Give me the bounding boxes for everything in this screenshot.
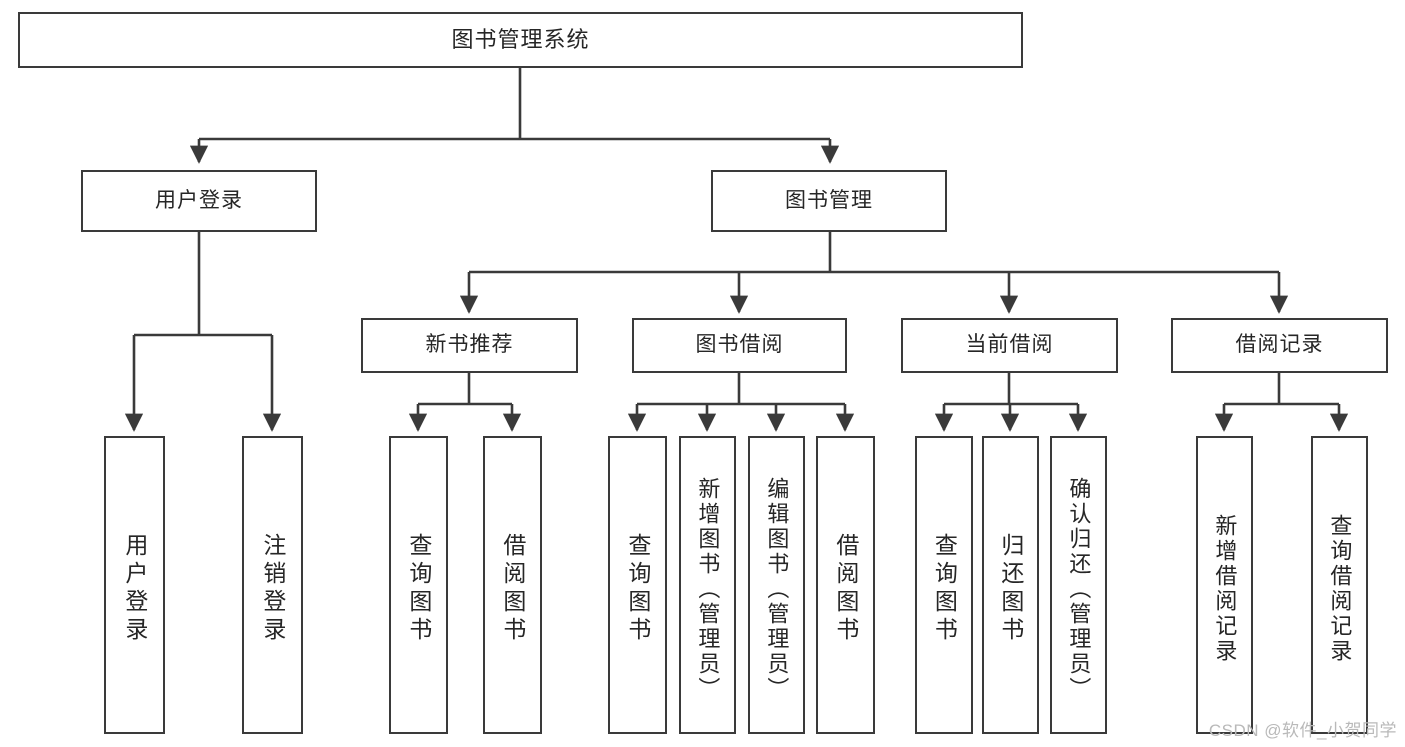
node-current-borrow[interactable]: 当前借阅: [901, 318, 1118, 373]
node-book-borrow[interactable]: 图书借阅: [632, 318, 847, 373]
node-user-login[interactable]: 用户登录: [81, 170, 317, 232]
node-new-book-recommend-label: 新书推荐: [425, 333, 514, 357]
leaf-borrow-book-label: 借阅图书: [832, 533, 859, 645]
leaf-query-book-borrow[interactable]: 查询图书: [608, 436, 667, 734]
node-book-management-label: 图书管理: [785, 188, 873, 212]
leaf-query-book-recommend-label: 查询图书: [405, 533, 432, 645]
leaf-return-book[interactable]: 归还图书: [982, 436, 1039, 734]
leaf-query-borrow-record[interactable]: 查询借阅记录: [1311, 436, 1368, 734]
leaf-add-borrow-record[interactable]: 新增借阅记录: [1196, 436, 1253, 734]
leaf-query-borrow-record-label: 查询借阅记录: [1327, 514, 1353, 664]
leaf-borrow-book-recommend[interactable]: 借阅图书: [483, 436, 542, 734]
leaf-return-book-label: 归还图书: [997, 533, 1024, 645]
node-root[interactable]: 图书管理系统: [18, 12, 1023, 68]
node-book-management[interactable]: 图书管理: [711, 170, 947, 232]
leaf-edit-book-admin[interactable]: 编辑图书（管理员）: [748, 436, 805, 734]
leaf-logout-label: 注销登录: [259, 533, 286, 645]
node-borrow-record[interactable]: 借阅记录: [1171, 318, 1388, 373]
leaf-user-login-label: 用户登录: [121, 533, 148, 645]
leaf-add-book-admin-label: 新增图书（管理员）: [695, 476, 721, 702]
leaf-query-book-borrow-label: 查询图书: [624, 533, 651, 645]
leaf-borrow-book-recommend-label: 借阅图书: [499, 533, 526, 645]
node-book-borrow-label: 图书借阅: [695, 333, 784, 357]
leaf-confirm-return-admin[interactable]: 确认归还（管理员）: [1050, 436, 1107, 734]
leaf-confirm-return-admin-label: 确认归还（管理员）: [1066, 476, 1092, 702]
leaf-logout[interactable]: 注销登录: [242, 436, 303, 734]
leaf-add-borrow-record-label: 新增借阅记录: [1212, 514, 1238, 664]
leaf-query-book-recommend[interactable]: 查询图书: [389, 436, 448, 734]
leaf-borrow-book[interactable]: 借阅图书: [816, 436, 875, 734]
node-current-borrow-label: 当前借阅: [965, 333, 1054, 357]
leaf-user-login[interactable]: 用户登录: [104, 436, 165, 734]
node-borrow-record-label: 借阅记录: [1235, 333, 1324, 357]
watermark: CSDN @软件_小贺同学: [1208, 721, 1397, 740]
leaf-query-book-current[interactable]: 查询图书: [915, 436, 973, 734]
leaf-edit-book-admin-label: 编辑图书（管理员）: [764, 476, 790, 702]
leaf-add-book-admin[interactable]: 新增图书（管理员）: [679, 436, 736, 734]
leaf-query-book-current-label: 查询图书: [931, 533, 958, 645]
node-user-login-label: 用户登录: [155, 188, 243, 212]
node-new-book-recommend[interactable]: 新书推荐: [361, 318, 578, 373]
node-root-label: 图书管理系统: [451, 27, 590, 53]
